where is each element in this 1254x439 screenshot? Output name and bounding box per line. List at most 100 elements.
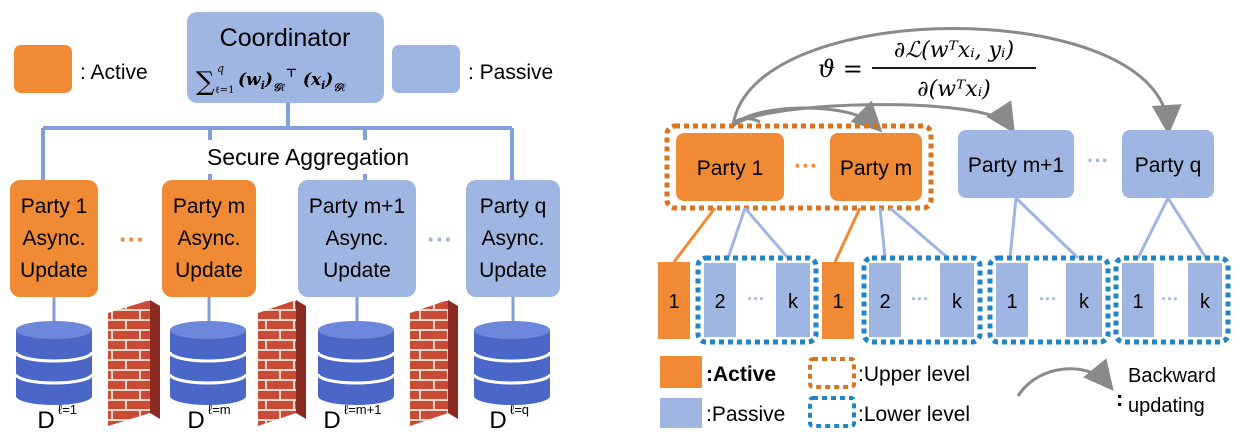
legend-passive-swatch-right xyxy=(660,398,702,428)
left-panel: : Active : Passive Coordinator ∑ q ℓ=1 (… xyxy=(10,12,560,434)
db-superscript: ℓ=1 xyxy=(58,402,77,417)
party-update: Update xyxy=(479,259,547,282)
db-label: D xyxy=(37,407,54,434)
coordinator-box xyxy=(187,12,384,103)
leaf-ellipsis: ··· xyxy=(911,289,929,309)
lower-level-group-1 xyxy=(695,255,819,345)
ellipsis-active: ··· xyxy=(119,224,145,254)
lower-level-group-2 xyxy=(861,255,983,345)
legend-passive-label-right: :Passive xyxy=(706,403,785,426)
leaf-label: k xyxy=(952,291,963,313)
legend-active-label-right: :Active xyxy=(706,363,776,386)
formula-numerator: ∂ℒ(wᵀxᵢ, yᵢ) xyxy=(894,38,1014,63)
party-update: Update xyxy=(175,259,243,282)
secure-aggregation-label: Secure Aggregation xyxy=(207,144,409,170)
leaf-label: 1 xyxy=(832,291,843,313)
db-connectors xyxy=(52,297,515,322)
left-party-q: Party q Async. Update xyxy=(466,180,560,297)
database-m1: D ℓ=m+1 xyxy=(316,321,396,434)
party-name: Party 1 xyxy=(21,195,88,218)
db-superscript: ℓ=q xyxy=(510,402,529,417)
legend-upper-label: :Upper level xyxy=(858,363,970,386)
right-party-q-label: Party q xyxy=(1135,154,1202,177)
leaf-passive xyxy=(869,263,901,337)
db-superscript: ℓ=m+1 xyxy=(344,402,381,417)
legend-backward-colon: : xyxy=(1116,386,1123,411)
legend-lower-swatch xyxy=(808,396,856,428)
leaf-ellipsis: ··· xyxy=(1039,289,1057,309)
backward-arrow-start xyxy=(731,117,761,127)
party-async: Async. xyxy=(325,227,388,250)
formula-sum-top: q xyxy=(217,62,224,75)
legend-active-swatch xyxy=(14,45,72,93)
leaf-label: 2 xyxy=(879,291,890,313)
formula-lhs: ϑ = xyxy=(818,55,863,83)
lower-level-group-3 xyxy=(987,255,1111,345)
party-async: Async. xyxy=(22,227,85,250)
db-label: D xyxy=(323,407,340,434)
leaf-passive xyxy=(940,263,974,337)
leaf-label: 1 xyxy=(668,291,679,313)
coordinator-title: Coordinator xyxy=(220,24,351,52)
leaf-passive xyxy=(1122,263,1154,337)
leaf-label: 2 xyxy=(714,291,725,313)
db-label: D xyxy=(489,407,506,434)
legend-passive-label: : Passive xyxy=(468,61,553,84)
left-party-m1: Party m+1 Async. Update xyxy=(298,180,416,297)
leaf-label: k xyxy=(1079,291,1090,313)
legend-upper-swatch xyxy=(808,357,856,389)
leaf-label: k xyxy=(1200,291,1211,313)
database-q: D ℓ=q xyxy=(472,321,552,434)
right-ellipsis-passive: ··· xyxy=(1087,148,1109,173)
right-ellipsis-active: ··· xyxy=(794,153,818,180)
leaf-label: 1 xyxy=(1132,291,1143,313)
leaf-passive xyxy=(1066,263,1102,337)
leaf-ellipsis: ··· xyxy=(747,289,765,309)
legend-backward-label-1: Backward xyxy=(1128,365,1216,387)
firewall-2 xyxy=(258,300,306,426)
firewall-3 xyxy=(410,300,458,426)
right-panel: ϑ = ∂ℒ(wᵀxᵢ, yᵢ) ∂(wᵀxᵢ) Party 1 ··· Par… xyxy=(658,27,1231,428)
formula-sum-bottom: ℓ=1 xyxy=(215,85,235,96)
party-async: Async. xyxy=(177,227,240,250)
database-1: D ℓ=1 xyxy=(14,321,94,434)
tree-connectors xyxy=(672,196,1208,263)
party-name: Party m+1 xyxy=(309,195,405,218)
right-party-m1 xyxy=(958,130,1074,198)
leaf-label: 1 xyxy=(1006,291,1017,313)
firewall-1 xyxy=(108,300,160,426)
leaf-passive xyxy=(1188,263,1222,337)
lower-level-group-4 xyxy=(1113,255,1231,345)
ellipsis-passive: ··· xyxy=(427,224,453,254)
right-party-m xyxy=(830,133,922,201)
leaf-active-1 xyxy=(658,262,690,339)
legend-backward-arrow xyxy=(1016,358,1114,397)
database-m: D ℓ=m xyxy=(168,321,248,434)
db-superscript: ℓ=m xyxy=(208,402,231,417)
legend-active-label: : Active xyxy=(80,61,148,84)
right-party-q xyxy=(1122,130,1214,198)
leaf-passive xyxy=(776,263,810,337)
legend-active-swatch-right xyxy=(660,356,702,388)
right-party-m1-label: Party m+1 xyxy=(968,154,1064,177)
party-name: Party m xyxy=(173,195,245,218)
party-async: Async. xyxy=(481,227,544,250)
gradient-formula: ϑ = ∂ℒ(wᵀxᵢ, yᵢ) ∂(wᵀxᵢ) xyxy=(818,38,1036,102)
upper-level-group xyxy=(664,123,934,211)
legend-backward-label-2: updating xyxy=(1128,395,1205,417)
aggregation-label-bg xyxy=(178,140,438,174)
formula-denominator: ∂(wᵀxᵢ) xyxy=(917,77,990,102)
party-name: Party q xyxy=(480,195,547,218)
left-party-1: Party 1 Async. Update xyxy=(10,180,98,297)
party-update: Update xyxy=(20,259,88,282)
legend-lower-label: :Lower level xyxy=(858,403,970,426)
formula-sum-symbol: ∑ xyxy=(196,67,215,97)
legend-passive-swatch xyxy=(392,45,460,93)
db-label: D xyxy=(187,407,204,434)
leaf-label: k xyxy=(788,291,799,313)
leaf-active-2 xyxy=(822,262,854,339)
leaf-ellipsis: ··· xyxy=(1161,289,1179,309)
right-party-1-label: Party 1 xyxy=(697,157,764,180)
left-party-m: Party m Async. Update xyxy=(162,180,256,297)
